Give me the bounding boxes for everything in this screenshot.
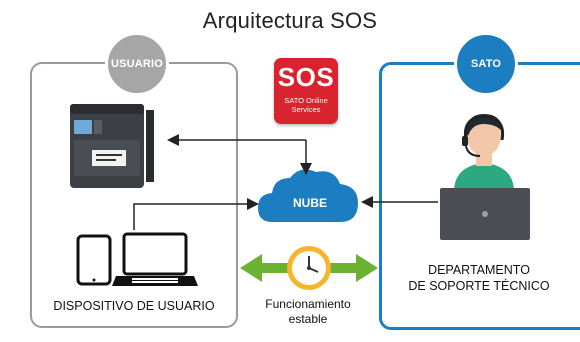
sos-logo: SOS SATO Online Services — [274, 58, 338, 124]
support-agent-icon — [454, 114, 514, 192]
stability-label: Funcionamiento estable — [238, 297, 378, 327]
sos-subtitle-line2: Services — [291, 105, 321, 114]
device-label: DISPOSITIVO DE USUARIO — [53, 299, 215, 313]
printer-icon — [70, 104, 154, 188]
tablet-icon — [76, 234, 112, 286]
sato-group-tag: SATO — [454, 32, 518, 96]
laptop-icon — [112, 232, 198, 286]
cloud-icon — [258, 169, 358, 222]
stability-label-line2: estable — [288, 312, 328, 326]
cloud-label: NUBE — [292, 196, 327, 210]
monitor-icon — [440, 188, 530, 240]
connector-lines — [133, 134, 438, 230]
sos-subtitle-line1: SATO Online — [284, 96, 328, 105]
department-label-line1: DEPARTAMENTO — [428, 263, 530, 277]
department-label: DEPARTAMENTO DE SOPORTE TÉCNICO — [379, 262, 579, 294]
diagram-title: Arquitectura SOS — [202, 8, 378, 33]
stability-label-line1: Funcionamiento — [265, 297, 351, 311]
sos-logo-subtitle: SATO Online Services — [274, 96, 338, 114]
clock-icon — [287, 246, 331, 290]
user-group-tag: USUARIO — [105, 32, 169, 96]
sos-logo-text: SOS — [277, 62, 335, 92]
department-label-line2: DE SOPORTE TÉCNICO — [408, 279, 550, 293]
